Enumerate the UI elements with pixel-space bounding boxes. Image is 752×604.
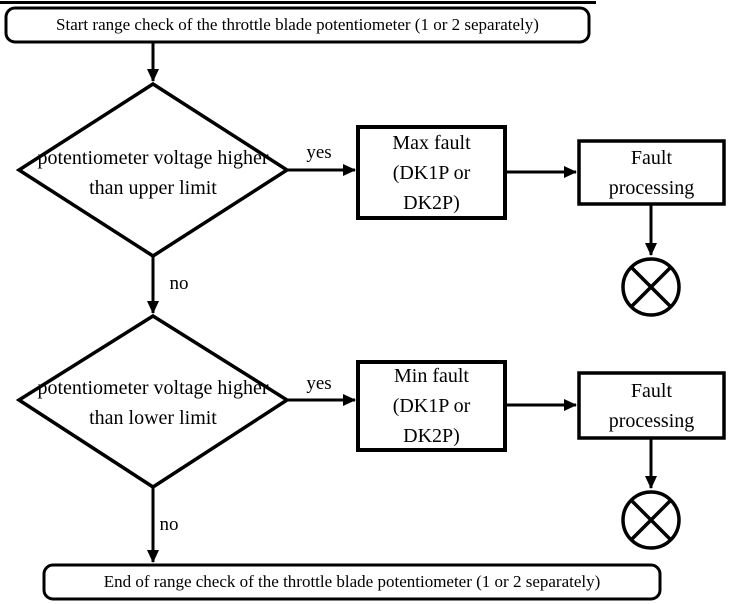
max-fault-label: Max fault (DK1P or DK2P) [392,131,471,214]
top-border-line [0,1,596,4]
min-fault-shape [356,360,507,452]
min-fault-label: Min fault (DK1P or DK2P) [392,365,471,447]
edge-label-no-upper: no [169,272,189,294]
decision-upper-label: potentiometer voltage higher than upper … [37,147,269,199]
fault-processing-lower-shape [577,371,726,440]
fault-processing-lower-label: Fault processing [608,379,695,432]
end-node-label: End of range check of the throttle blade… [103,572,601,592]
fault-processing-upper-label: Fault processing [608,146,695,199]
edge-label-no-lower: no [159,513,179,535]
start-node-label: Start range check of the throttle blade … [56,15,539,35]
terminator-lower-x2 [629,498,673,542]
terminator-upper-x2 [629,265,673,309]
edge-label-yes-lower: yes [306,372,332,394]
decision-lower-label: potentiometer voltage higher than lower … [37,377,269,429]
edge-label-yes-upper: yes [306,141,332,163]
end-node-shape [42,563,662,601]
max-fault-shape [356,125,507,220]
start-node-shape [4,6,591,44]
